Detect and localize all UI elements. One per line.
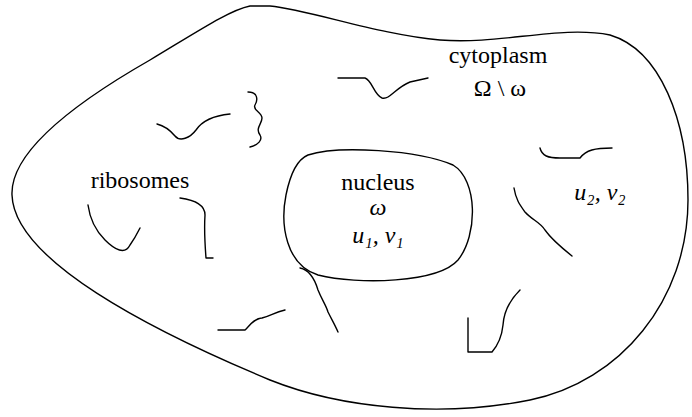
nucleus-region: nucleusω u₁, v₁ bbox=[278, 145, 482, 287]
ribosome bbox=[514, 188, 572, 256]
ribosome bbox=[540, 148, 612, 158]
region-label: u₂, v₂ bbox=[574, 180, 625, 204]
region-label: cytoplasm bbox=[449, 43, 548, 67]
region-label: nucleus bbox=[341, 170, 414, 194]
cell-outline bbox=[12, 6, 688, 409]
ribosome bbox=[248, 92, 262, 147]
ribosome bbox=[218, 310, 285, 330]
ribosome bbox=[180, 198, 213, 258]
ribosome bbox=[88, 205, 140, 250]
ribosome bbox=[338, 78, 428, 98]
nucleus-outline bbox=[284, 150, 472, 281]
ribosome bbox=[157, 114, 230, 139]
region-label: Ω \ ω bbox=[474, 76, 526, 100]
ribosome bbox=[468, 290, 520, 352]
region-label: u₁, v₁ bbox=[352, 223, 403, 247]
region-label: ribosomes bbox=[91, 168, 190, 192]
region-label: ω bbox=[370, 195, 387, 219]
